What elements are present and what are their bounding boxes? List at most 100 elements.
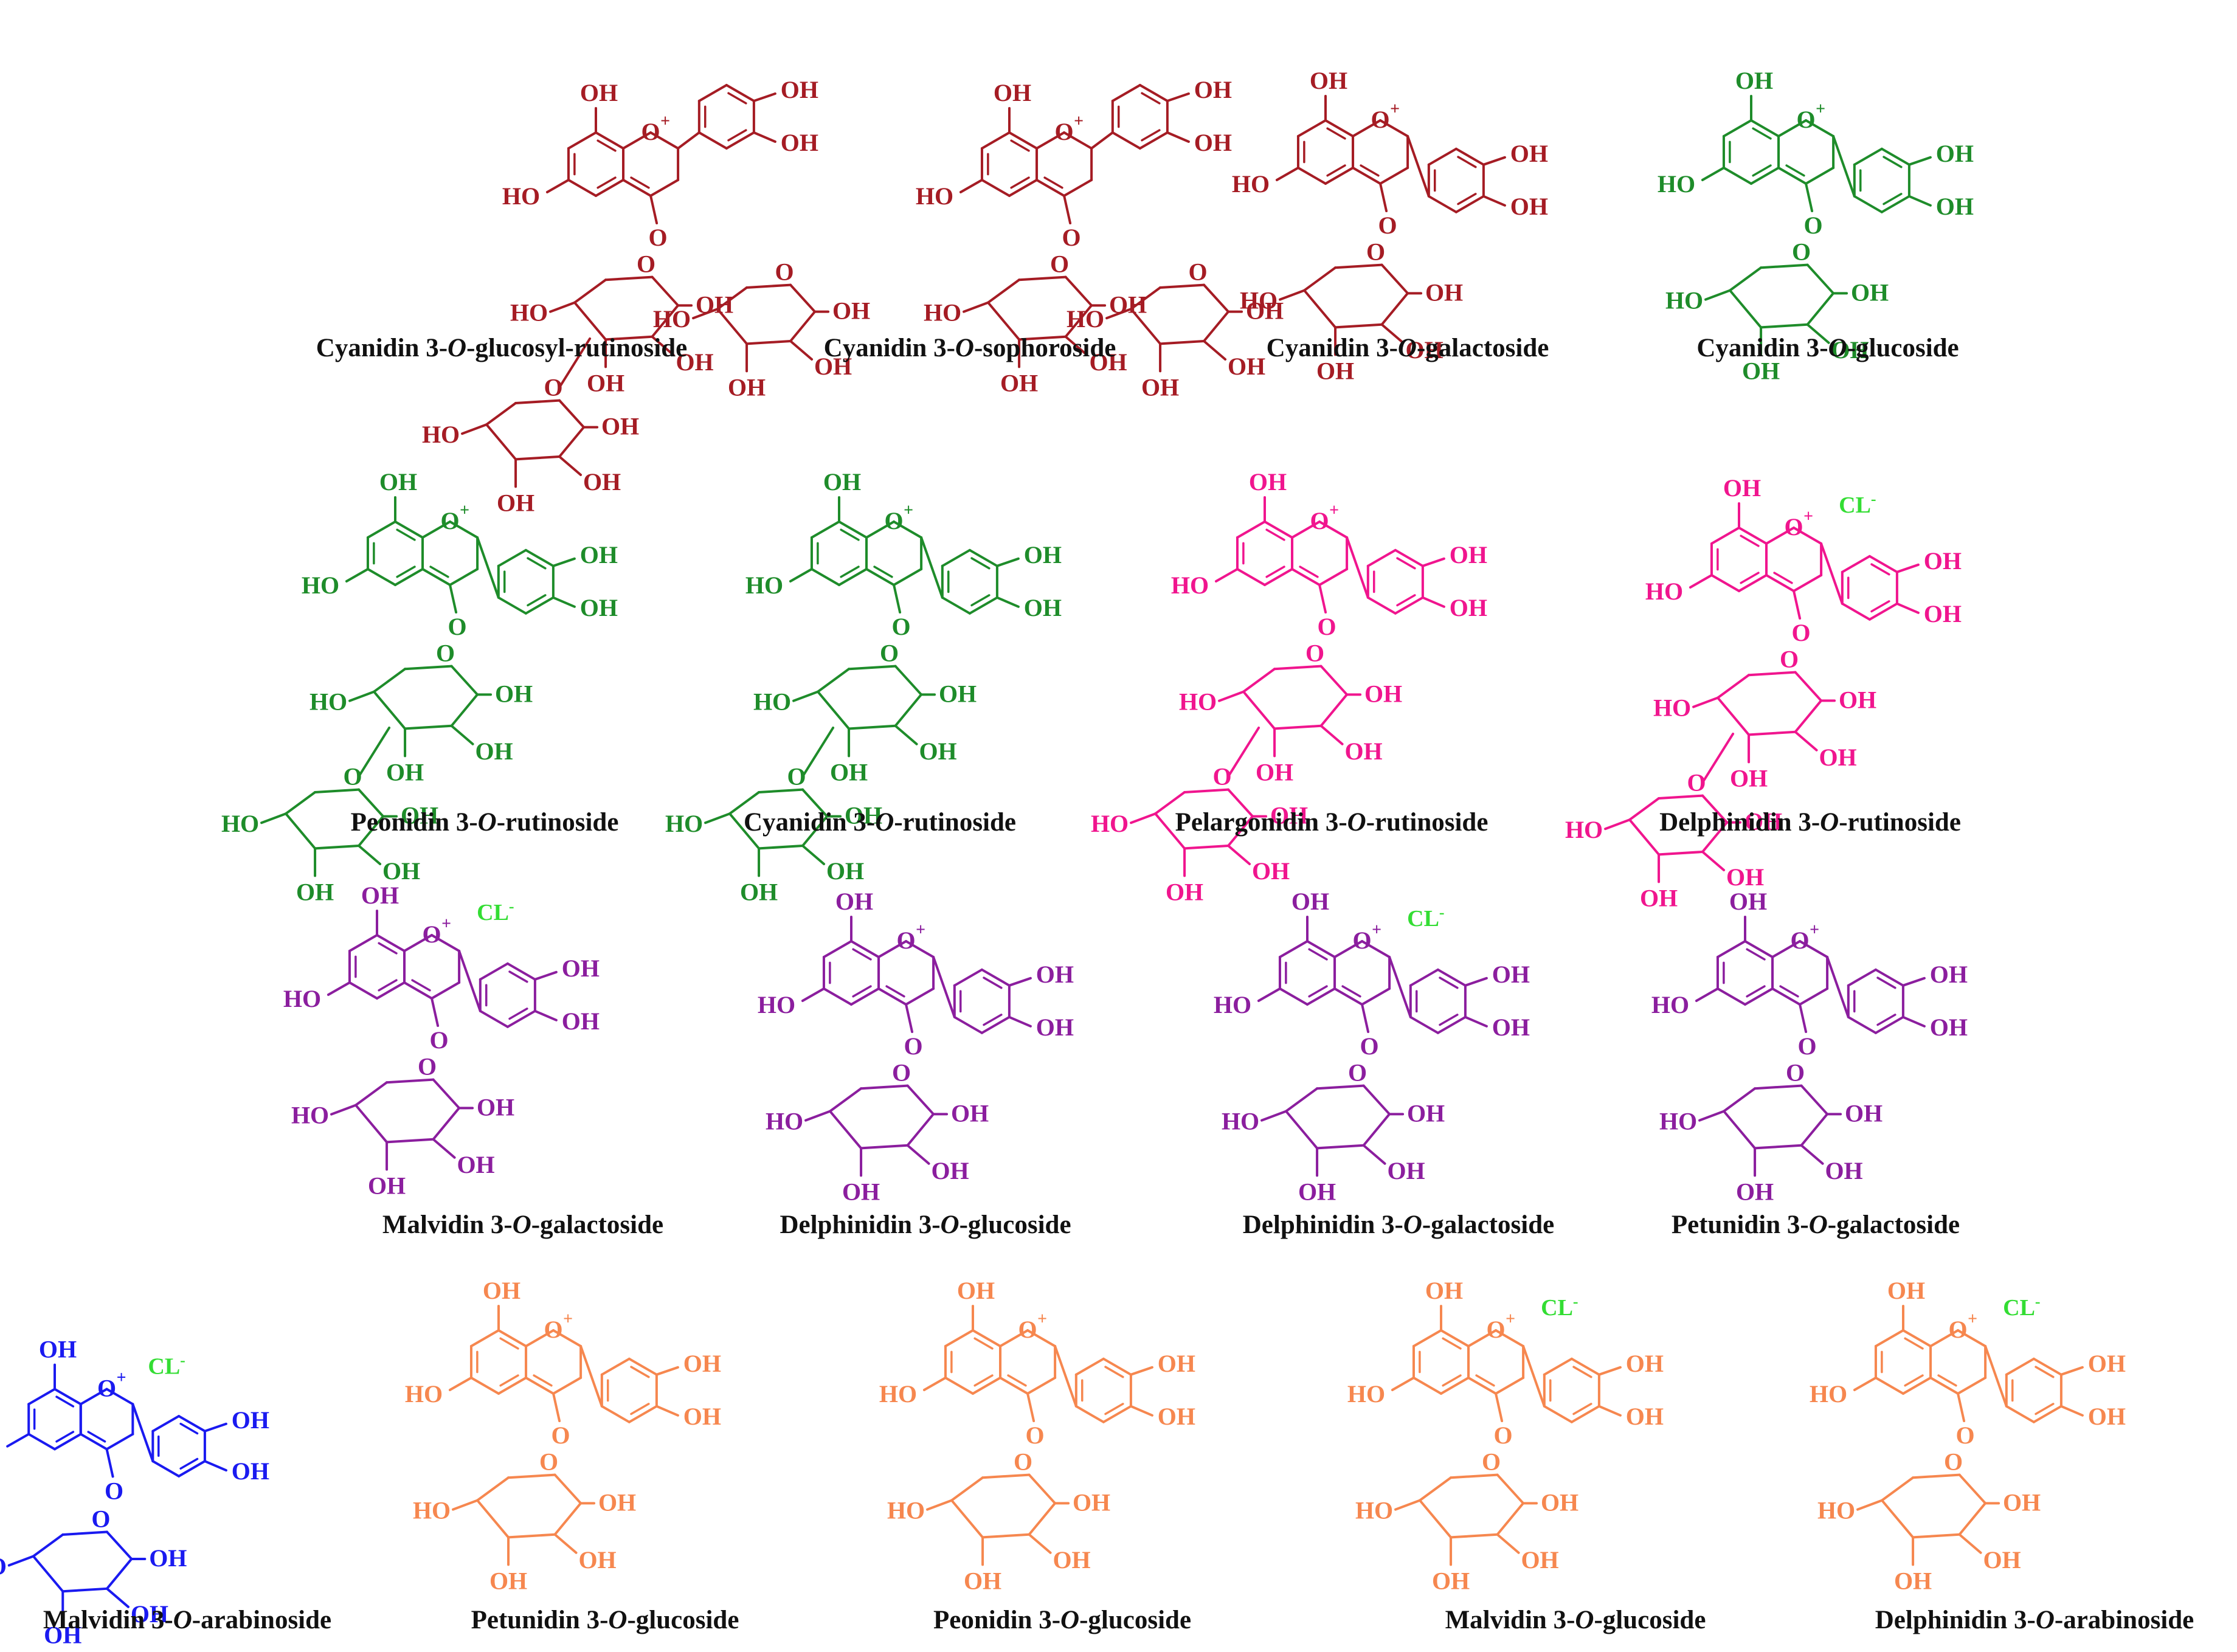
bond-line <box>1280 989 1307 1004</box>
atom-label: OH <box>1894 1567 1932 1594</box>
bond-line <box>9 1557 33 1566</box>
bond-line <box>1029 1535 1051 1553</box>
atom-label: OH <box>580 594 618 621</box>
bond-line <box>1064 196 1070 223</box>
bond-line <box>1319 585 1326 612</box>
bond-line <box>395 569 423 585</box>
atom-label: O <box>1494 1422 1513 1449</box>
bond-line <box>1699 1111 1724 1121</box>
atom-label: OH <box>39 1336 77 1363</box>
bond-line <box>1870 604 1897 620</box>
bond-line <box>1307 989 1335 1004</box>
bond-line <box>1395 1501 1420 1510</box>
bond-line <box>896 666 922 695</box>
atom-label: OH <box>2088 1350 2126 1377</box>
atom-label: HO <box>887 1497 925 1524</box>
atom-label: O <box>544 1316 563 1343</box>
atom-label: O <box>551 1422 570 1449</box>
bond-line <box>1000 1378 1028 1394</box>
bond-line <box>1806 168 1833 184</box>
atom-label: OH <box>1510 140 1548 167</box>
bond-line <box>1104 1359 1131 1375</box>
bond-line <box>1876 970 1903 986</box>
bond-line <box>1028 1378 1055 1394</box>
atom-label: HO <box>753 688 791 716</box>
atom-label: O <box>1371 106 1390 133</box>
bond-line <box>516 457 559 459</box>
caption-delphinidin-glucoside: Delphinidin 3-O-glucoside <box>780 1210 1071 1240</box>
bond-line <box>946 1330 973 1346</box>
atom-label: HO <box>0 1553 7 1580</box>
bond-line <box>727 85 754 101</box>
atom-label: HO <box>1240 287 1278 314</box>
atom-label: OH <box>1298 1178 1336 1205</box>
bond-line <box>961 180 982 192</box>
bond-line <box>477 1501 508 1538</box>
bond-line <box>1958 1394 1964 1421</box>
atom-label: OH <box>1425 278 1463 306</box>
bond-line <box>315 846 359 848</box>
atom-label: OH <box>1736 1178 1774 1205</box>
bond-line <box>55 1389 81 1405</box>
bond-line <box>471 1378 499 1394</box>
bond-line <box>824 941 851 957</box>
chloride-label: CL- <box>477 897 514 925</box>
bond-line <box>1484 196 1505 206</box>
bond-line <box>754 133 775 142</box>
bond-line <box>793 692 818 701</box>
bond-line <box>1304 291 1335 328</box>
bond-line <box>1796 732 1817 750</box>
atom-label: OH <box>1256 758 1293 786</box>
bond-line <box>1456 149 1484 165</box>
bond-line <box>1751 168 1779 184</box>
atom-label: HO <box>916 182 953 210</box>
charge-label: + <box>1803 507 1813 526</box>
atom-label: O <box>1305 640 1324 667</box>
bond-line <box>1465 1017 1487 1026</box>
atom-label: O <box>436 640 455 667</box>
bond-line <box>908 1114 934 1145</box>
atom-label: OH <box>1845 1099 1883 1127</box>
bond-line <box>973 1330 1000 1346</box>
atom-label: OH <box>562 1007 600 1035</box>
bond-line <box>1326 120 1353 136</box>
atom-label: O <box>1310 507 1329 534</box>
bond-line <box>1876 1017 1903 1033</box>
atom-label: HO <box>1347 1380 1385 1408</box>
bond-line <box>450 1378 471 1390</box>
atom-label: OH <box>1851 278 1889 306</box>
bond-line <box>331 1105 356 1115</box>
atom-label: HO <box>766 1108 803 1135</box>
bond-line <box>480 964 508 980</box>
bond-line <box>508 1535 555 1538</box>
atom-label: OH <box>580 541 618 569</box>
bond-line <box>1243 692 1274 729</box>
bond-line <box>480 1011 508 1027</box>
bond-line <box>1237 569 1265 585</box>
atom-label: O <box>430 1026 449 1054</box>
chloride-label: CL- <box>2003 1293 2040 1321</box>
bond-line <box>553 598 575 607</box>
bond-line <box>1280 291 1304 300</box>
charge-label: + <box>441 914 451 933</box>
atom-label: OH <box>489 1567 527 1594</box>
atom-label: OH <box>1492 1014 1530 1041</box>
bond-line <box>1842 556 1870 572</box>
bond-line <box>1739 528 1766 544</box>
caption-delphinidin-arabinoside: Delphinidin 3-O-arabinoside <box>1875 1605 2194 1635</box>
bond-line <box>452 694 478 725</box>
atom-label: O <box>904 1032 923 1060</box>
bond-line <box>759 846 803 848</box>
caption-cyanidin-glucoside: Cyanidin 3-O-glucoside <box>1696 333 1959 363</box>
bond-line <box>499 1330 526 1346</box>
atom-label: HO <box>1091 810 1129 837</box>
bond-line <box>1277 168 1298 180</box>
caption-cyanidin-glucosyl-rutinoside: Cyanidin 3-O-glucosyl-rutinoside <box>316 333 687 363</box>
atom-label: OH <box>2003 1488 2041 1516</box>
charge-label: + <box>460 501 469 520</box>
bond-line <box>1304 268 1335 290</box>
bond-line <box>1718 698 1749 735</box>
bond-line <box>1243 669 1274 691</box>
atom-label: OH <box>1036 1014 1074 1041</box>
